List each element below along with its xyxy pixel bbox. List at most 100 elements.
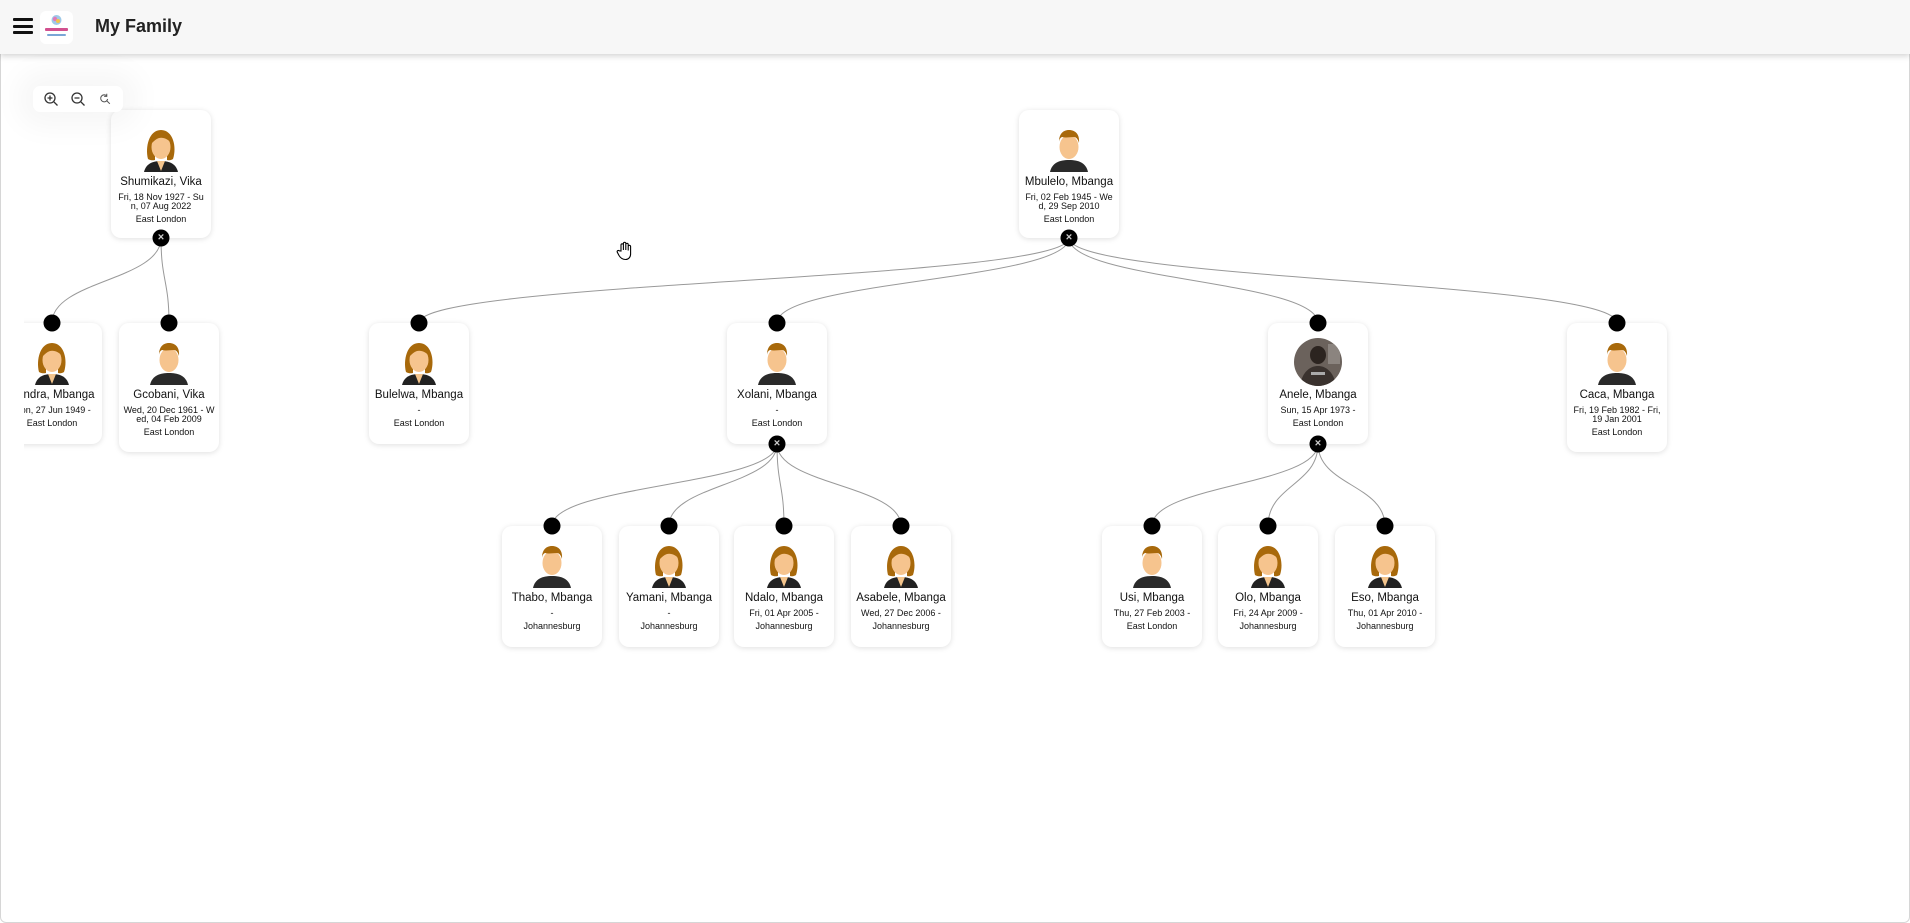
person-dates: -	[417, 405, 421, 415]
person-card-bulelwa[interactable]: Bulelwa, Mbanga-East London	[369, 323, 469, 444]
parent-connector-dot[interactable]	[543, 517, 561, 535]
link-anele-olo	[1267, 443, 1319, 527]
app-header: My Family	[0, 0, 1910, 54]
female-avatar-icon	[111, 125, 211, 173]
male-avatar-icon	[1102, 541, 1202, 589]
person-place: Johannesburg	[755, 621, 813, 631]
person-place: East London	[393, 418, 445, 428]
parent-connector-dot[interactable]	[775, 517, 793, 535]
grab-cursor-icon	[616, 241, 634, 266]
person-dates: -	[775, 405, 779, 415]
collapse-children-button[interactable]	[152, 229, 170, 247]
person-dates: Mon, 27 Jun 1949 -	[13, 405, 91, 415]
person-dates: Wed, 20 Dec 1961 - Wed, 04 Feb 2009	[123, 405, 215, 424]
person-place: Johannesburg	[1356, 621, 1414, 631]
person-name: Ndalo, Mbanga	[745, 592, 823, 604]
parent-connector-dot[interactable]	[892, 517, 910, 535]
male-avatar-icon	[119, 338, 219, 386]
link-mbulelo-bulelwa	[418, 237, 1070, 324]
link-xolani-ndalo	[776, 443, 785, 527]
person-place: Johannesburg	[523, 621, 581, 631]
parent-connector-dot[interactable]	[1259, 517, 1277, 535]
parent-connector-dot[interactable]	[43, 314, 61, 332]
female-avatar-icon	[851, 541, 951, 589]
person-dates: -	[667, 608, 671, 618]
person-dates: Fri, 02 Feb 1945 - Wed, 29 Sep 2010	[1025, 192, 1113, 211]
person-name: Thabo, Mbanga	[511, 592, 593, 604]
person-name: Eso, Mbanga	[1351, 592, 1419, 604]
person-name: Anele, Mbanga	[1279, 389, 1357, 401]
link-mbulelo-caca	[1068, 237, 1618, 324]
collapse-children-button[interactable]	[1060, 229, 1078, 247]
tree-links	[51, 237, 1618, 527]
link-shumikazi-gcobani	[160, 237, 170, 324]
person-place: Johannesburg	[640, 621, 698, 631]
person-place: East London	[143, 427, 195, 437]
parent-connector-dot[interactable]	[1309, 314, 1327, 332]
person-place: East London	[751, 418, 803, 428]
person-place: East London	[1043, 214, 1095, 224]
person-dates: Fri, 24 Apr 2009 -	[1233, 608, 1303, 618]
collapse-children-button[interactable]	[1309, 435, 1327, 453]
menu-icon[interactable]	[13, 18, 33, 34]
link-mbulelo-xolani	[776, 237, 1070, 324]
zoom-out-icon[interactable]	[68, 89, 88, 109]
link-anele-usi	[1151, 443, 1319, 527]
female-avatar-icon	[734, 541, 834, 589]
person-name: Caca, Mbanga	[1579, 389, 1655, 401]
person-place: East London	[135, 214, 187, 224]
link-xolani-thabo	[551, 443, 778, 527]
person-name: Mbulelo, Mbanga	[1024, 176, 1114, 188]
person-place: East London	[1126, 621, 1178, 631]
parent-connector-dot[interactable]	[768, 314, 786, 332]
parent-connector-dot[interactable]	[410, 314, 428, 332]
person-place: Johannesburg	[1239, 621, 1297, 631]
collapse-children-button[interactable]	[768, 435, 786, 453]
parent-connector-dot[interactable]	[660, 517, 678, 535]
reset-zoom-icon[interactable]	[95, 89, 115, 109]
parent-connector-dot[interactable]	[160, 314, 178, 332]
male-avatar-icon	[1019, 125, 1119, 173]
person-place: East London	[1591, 427, 1643, 437]
parent-connector-dot[interactable]	[1376, 517, 1394, 535]
parent-connector-dot[interactable]	[1608, 314, 1626, 332]
female-avatar-icon	[1218, 541, 1318, 589]
link-xolani-yamani	[668, 443, 778, 527]
male-avatar-icon	[1567, 338, 1667, 386]
person-name: Gcobani, Vika	[133, 389, 205, 401]
page-title: My Family	[95, 16, 183, 36]
link-shumikazi-sandra	[51, 237, 162, 324]
person-name: Xolani, Mbanga	[737, 389, 817, 401]
person-card-xolani[interactable]: Xolani, Mbanga - East London	[727, 323, 827, 444]
person-name: Sandra, Mbanga	[9, 389, 95, 401]
zoom-toolbar	[33, 86, 123, 112]
person-dates: -	[550, 608, 554, 618]
person-dates: Fri, 01 Apr 2005 -	[749, 608, 819, 618]
person-dates: Sun, 15 Apr 1973 -	[1280, 405, 1356, 415]
link-mbulelo-anele	[1068, 237, 1319, 324]
person-name: Shumikazi, Vika	[120, 176, 202, 188]
parent-connector-dot[interactable]	[1143, 517, 1161, 535]
person-name: Asabele, Mbanga	[856, 592, 946, 604]
person-card-yamani[interactable]: Yamani, Mbanga-Johannesburg	[619, 526, 719, 647]
app-logo[interactable]	[40, 11, 73, 44]
female-avatar-icon	[619, 541, 719, 589]
person-place: Johannesburg	[872, 621, 930, 631]
link-xolani-asabele	[776, 443, 902, 527]
male-avatar-icon	[502, 541, 602, 589]
zoom-in-icon[interactable]	[41, 89, 61, 109]
person-card-thabo[interactable]: Thabo, Mbanga - Johannesburg	[502, 526, 602, 647]
person-name: Usi, Mbanga	[1119, 592, 1185, 604]
